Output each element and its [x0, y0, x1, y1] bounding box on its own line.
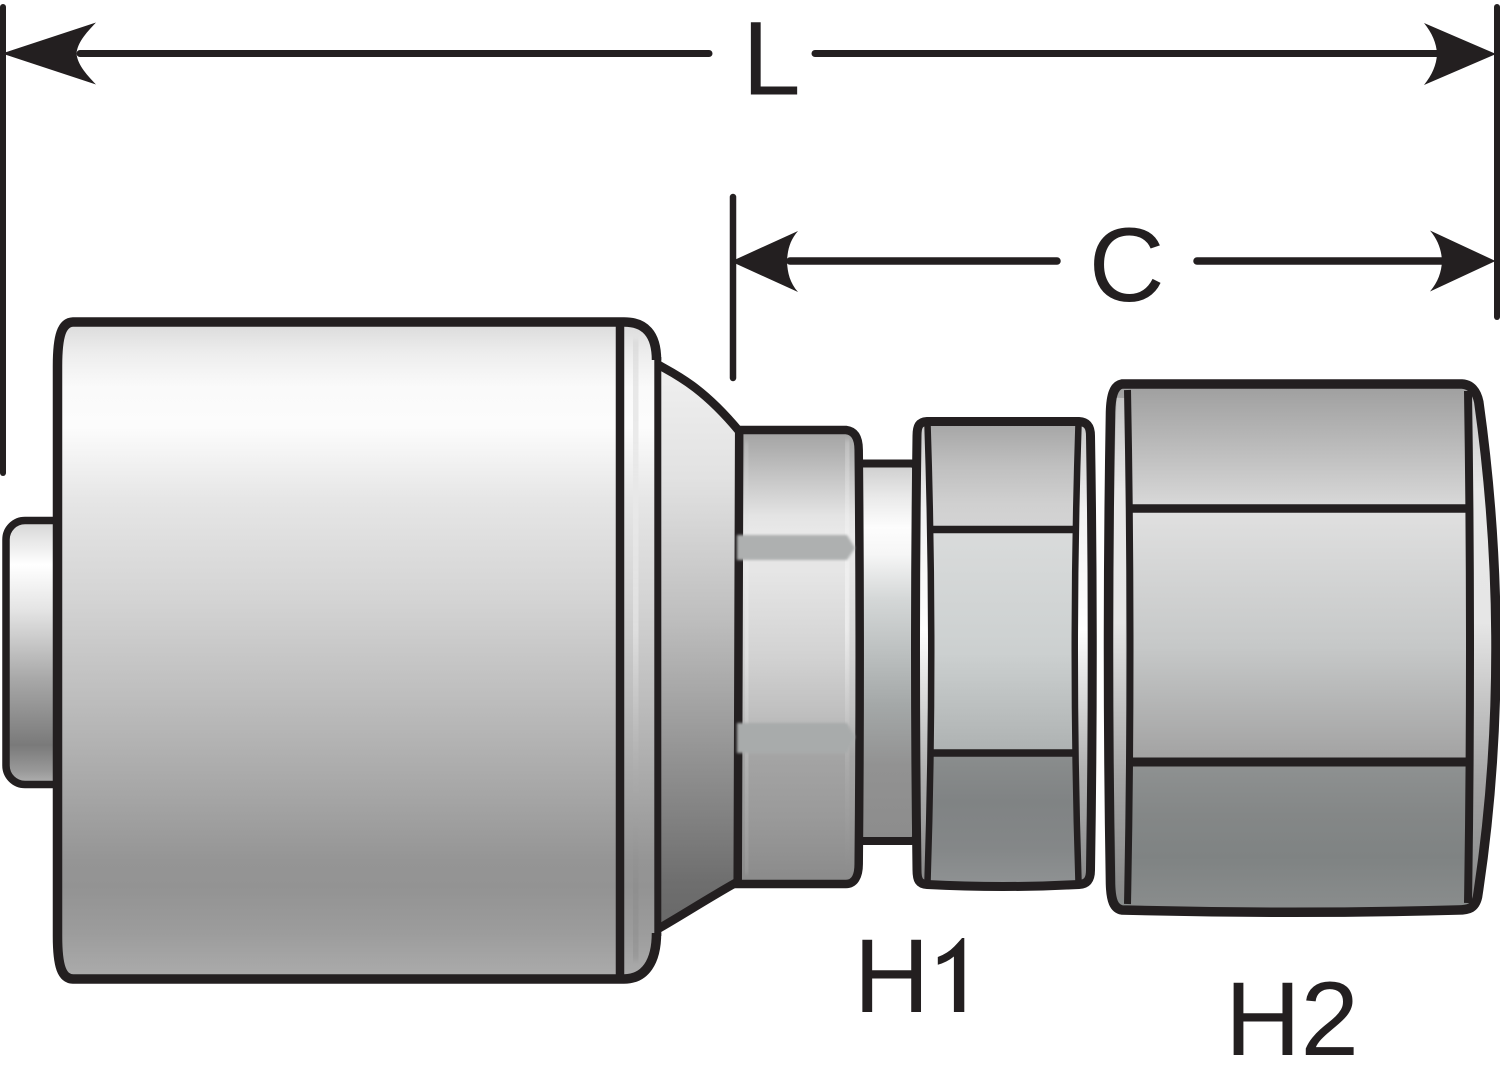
svg-text:C: C	[1089, 207, 1165, 324]
svg-text:2: 2	[1301, 961, 1359, 1077]
svg-text:H: H	[854, 918, 930, 1035]
svg-text:L: L	[742, 1, 800, 118]
svg-text:H: H	[1225, 961, 1301, 1077]
